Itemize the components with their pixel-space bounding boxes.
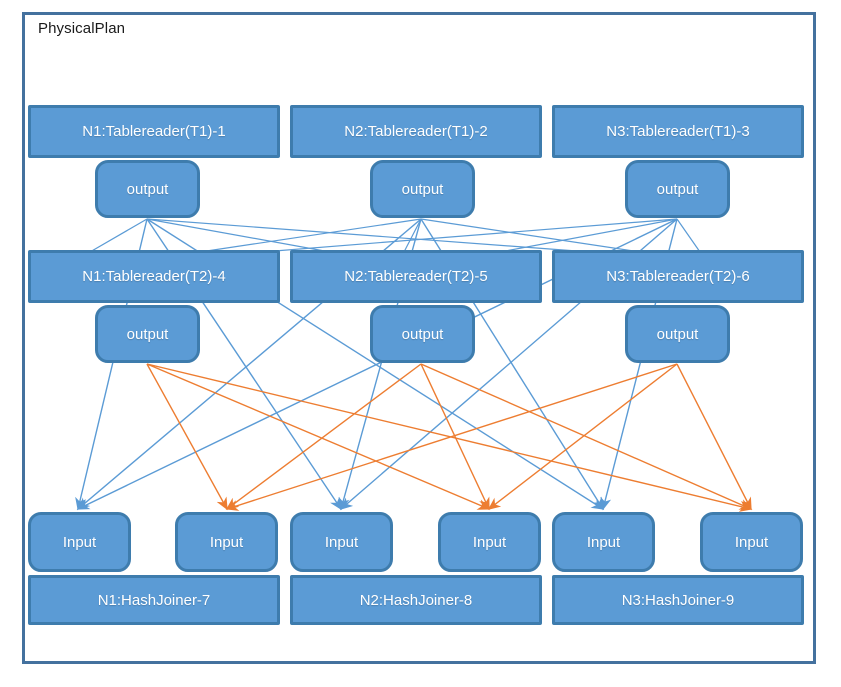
operator-n3-t2[interactable]: N3:Tablereader(T2)-6 (552, 250, 804, 303)
port-output-n1-t1[interactable]: output (95, 160, 200, 218)
port-input-n2-hj-2[interactable]: Input (438, 512, 541, 572)
operator-n2-hj-label: N2:HashJoiner-8 (359, 591, 473, 609)
operator-n1-hj[interactable]: N1:HashJoiner-7 (28, 575, 280, 625)
operator-n1-hj-label: N1:HashJoiner-7 (97, 591, 211, 609)
operator-n3-t2-label: N3:Tablereader(T2)-6 (606, 268, 750, 285)
port-input-n1-hj-2-label: Input (209, 533, 244, 551)
operator-n1-t1-label: N1:Tablereader(T1)-1 (82, 123, 226, 140)
operator-n3-t1-label: N3:Tablereader(T1)-3 (606, 123, 750, 140)
port-output-n2-t2-label: output (401, 325, 444, 343)
operator-n3-hj-label: N3:HashJoiner-9 (621, 591, 735, 609)
operator-n3-hj[interactable]: N3:HashJoiner-9 (552, 575, 804, 625)
port-output-n3-t2-label: output (656, 325, 699, 343)
operator-n3-t1[interactable]: N3:Tablereader(T1)-3 (552, 105, 804, 158)
port-input-n1-hj-1-label: Input (62, 533, 97, 551)
port-output-n3-t1-label: output (656, 180, 699, 198)
operator-n2-t2-label: N2:Tablereader(T2)-5 (344, 268, 488, 285)
operator-n1-t1[interactable]: N1:Tablereader(T1)-1 (28, 105, 280, 158)
operator-n1-t2-label: N1:Tablereader(T2)-4 (82, 268, 226, 285)
operator-n2-t1-label: N2:Tablereader(T1)-2 (344, 123, 488, 140)
port-input-n2-hj-1[interactable]: Input (290, 512, 393, 572)
port-output-n3-t2[interactable]: output (625, 305, 730, 363)
port-input-n2-hj-2-label: Input (472, 533, 507, 551)
port-output-n2-t1[interactable]: output (370, 160, 475, 218)
port-input-n3-hj-2-label: Input (734, 533, 769, 551)
port-input-n2-hj-1-label: Input (324, 533, 359, 551)
port-input-n3-hj-1[interactable]: Input (552, 512, 655, 572)
port-output-n2-t1-label: output (401, 180, 444, 198)
port-input-n3-hj-2[interactable]: Input (700, 512, 803, 572)
operator-n1-t2[interactable]: N1:Tablereader(T2)-4 (28, 250, 280, 303)
port-input-n1-hj-1[interactable]: Input (28, 512, 131, 572)
port-output-n2-t2[interactable]: output (370, 305, 475, 363)
port-output-n1-t1-label: output (126, 180, 169, 198)
physical-plan-title: PhysicalPlan (38, 20, 126, 37)
port-input-n1-hj-2[interactable]: Input (175, 512, 278, 572)
port-output-n1-t2-label: output (126, 325, 169, 343)
operator-n2-t2[interactable]: N2:Tablereader(T2)-5 (290, 250, 542, 303)
port-input-n3-hj-1-label: Input (586, 533, 621, 551)
operator-n2-t1[interactable]: N2:Tablereader(T1)-2 (290, 105, 542, 158)
port-output-n3-t1[interactable]: output (625, 160, 730, 218)
operator-n2-hj[interactable]: N2:HashJoiner-8 (290, 575, 542, 625)
port-output-n1-t2[interactable]: output (95, 305, 200, 363)
